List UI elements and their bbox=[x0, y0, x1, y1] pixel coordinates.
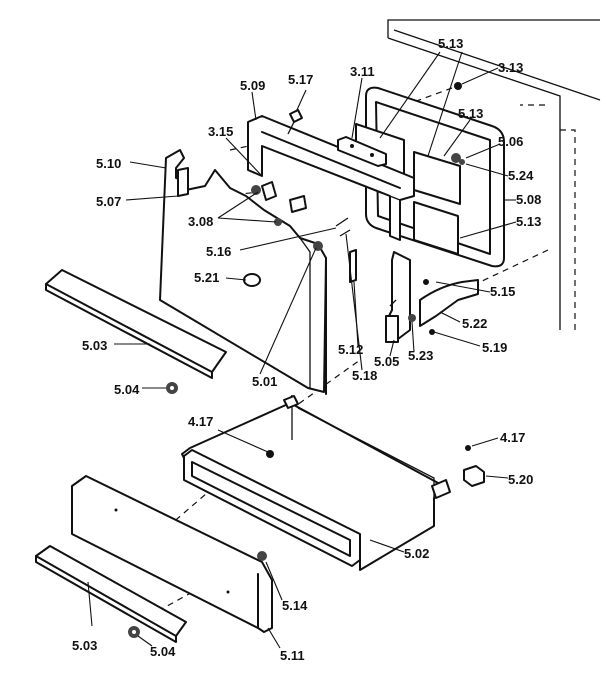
label-5-19: 5.19 bbox=[482, 340, 507, 355]
label-5-13-mid: 5.13 bbox=[458, 106, 483, 121]
clip-5-22 bbox=[419, 279, 479, 327]
label-5-08: 5.08 bbox=[516, 192, 541, 207]
label-5-21: 5.21 bbox=[194, 270, 219, 285]
drawer-5-02 bbox=[181, 395, 451, 571]
label-4-17-left: 4.17 bbox=[188, 414, 213, 429]
label-5-04-bottom: 5.04 bbox=[150, 644, 176, 659]
label-5-03-top: 5.03 bbox=[82, 338, 107, 353]
stop-5-20 bbox=[463, 465, 485, 487]
label-3-08: 3.08 bbox=[188, 214, 213, 229]
label-5-24: 5.24 bbox=[508, 168, 534, 183]
leader-lines bbox=[87, 51, 517, 649]
small-hardware bbox=[177, 82, 465, 335]
label-5-04-top: 5.04 bbox=[114, 382, 140, 397]
nut-5-04-top bbox=[166, 382, 178, 394]
label-5-01: 5.01 bbox=[252, 374, 277, 389]
label-5-22: 5.22 bbox=[462, 316, 487, 331]
label-5-11: 5.11 bbox=[280, 648, 305, 663]
label-5-03-bottom: 5.03 bbox=[72, 638, 97, 653]
part-labels: 5.13 3.13 3.11 5.17 5.09 5.13 5.06 3.15 … bbox=[72, 36, 541, 663]
label-4-17-right: 4.17 bbox=[500, 430, 525, 445]
label-5-17: 5.17 bbox=[288, 72, 313, 87]
drawer-front-5-11 bbox=[71, 475, 273, 633]
rail-5-03-top bbox=[45, 269, 227, 379]
label-5-13-top: 5.13 bbox=[438, 36, 463, 51]
label-5-18: 5.18 bbox=[352, 368, 377, 383]
cabinet-outline bbox=[387, 19, 601, 330]
nut-5-04-bottom bbox=[128, 626, 140, 638]
label-5-06: 5.06 bbox=[498, 134, 523, 149]
label-5-12: 5.12 bbox=[338, 342, 363, 357]
rail-5-03-bottom bbox=[35, 545, 187, 643]
label-3-15: 3.15 bbox=[208, 124, 233, 139]
label-5-07: 5.07 bbox=[96, 194, 121, 209]
label-5-15: 5.15 bbox=[490, 284, 515, 299]
label-5-09: 5.09 bbox=[240, 78, 265, 93]
label-5-14: 5.14 bbox=[282, 598, 308, 613]
label-5-20: 5.20 bbox=[508, 472, 533, 487]
label-5-16: 5.16 bbox=[206, 244, 231, 259]
label-5-02: 5.02 bbox=[404, 546, 429, 561]
nut-5-14 bbox=[257, 551, 267, 561]
label-5-10: 5.10 bbox=[96, 156, 121, 171]
side-panel-5-10 bbox=[159, 149, 327, 395]
label-3-11: 3.11 bbox=[350, 64, 375, 79]
label-5-05: 5.05 bbox=[374, 354, 399, 369]
bar-3-11 bbox=[337, 136, 387, 167]
label-3-13: 3.13 bbox=[498, 60, 523, 75]
label-5-13-low: 5.13 bbox=[516, 214, 541, 229]
label-5-23: 5.23 bbox=[408, 348, 433, 363]
side-bracket-5-05 bbox=[385, 251, 411, 343]
bracket-frame-5-09 bbox=[247, 115, 415, 241]
